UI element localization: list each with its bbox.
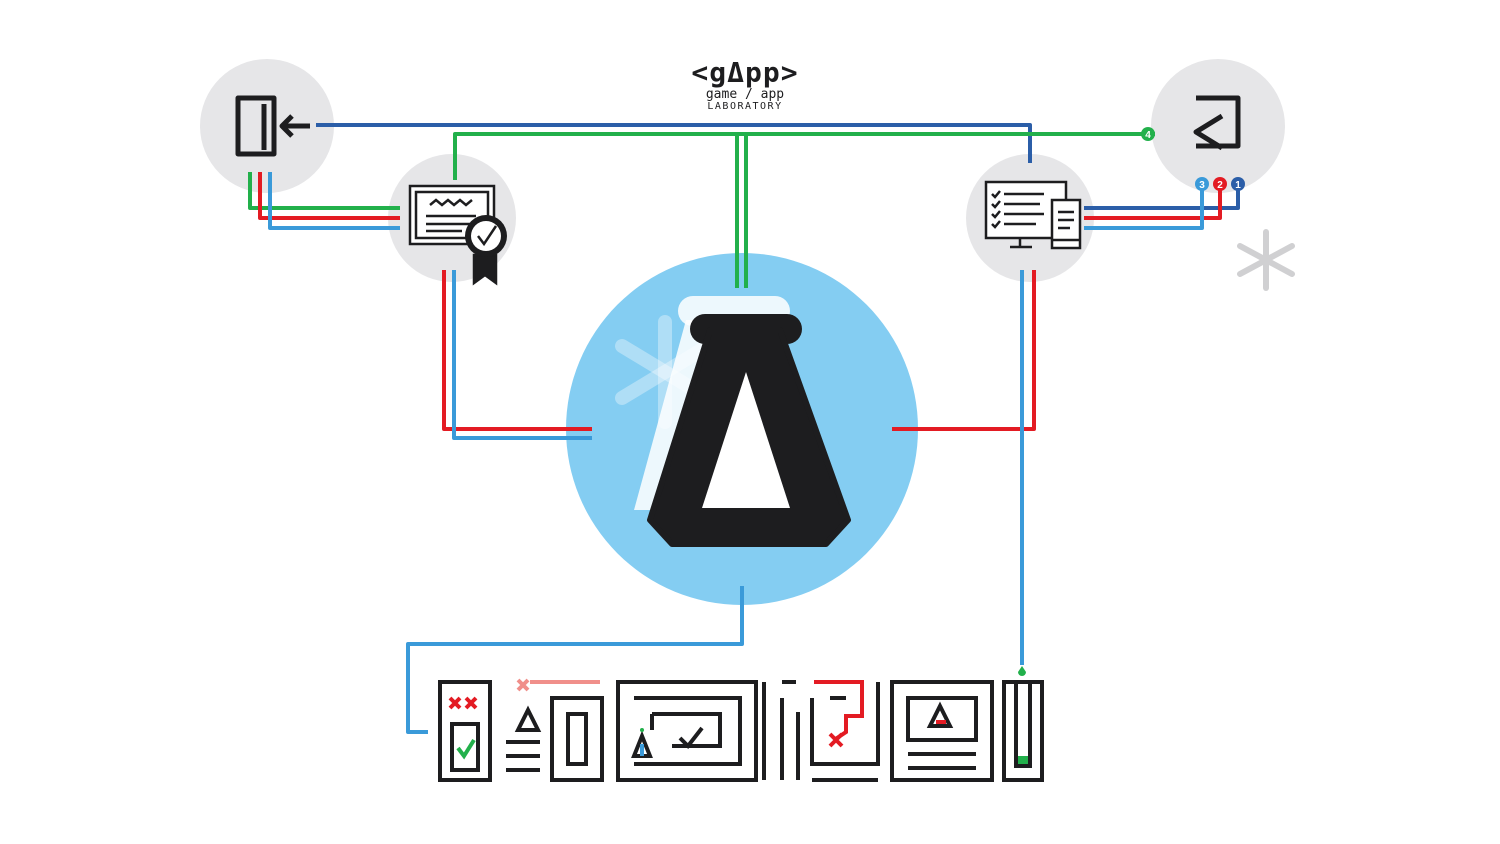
- badge-3: 3: [1195, 177, 1209, 191]
- line-red-devices: [892, 270, 1036, 431]
- line-red-exit: [1084, 178, 1222, 220]
- line-red-login: [258, 172, 400, 220]
- menu-screen-icon: [506, 678, 604, 782]
- brand-subtitle: game / app: [705, 87, 785, 102]
- line-lightblue-cert: [452, 270, 592, 440]
- certificate-ribbon-icon: [408, 184, 507, 286]
- brand-label: LABORATORY: [707, 101, 783, 112]
- maze-screen-icon: [616, 680, 758, 782]
- line-lightblue-exit: [1084, 178, 1204, 230]
- line-lightblue-login: [268, 172, 400, 230]
- line-lightblue-hub-bottom: [406, 586, 744, 734]
- line-dark-blue-top: [316, 123, 1032, 163]
- tablet-screen-icon: [890, 680, 994, 782]
- svg-text:4: 4: [1145, 130, 1151, 141]
- connector-lines: [248, 123, 1240, 734]
- progress-screen-icon: [1002, 666, 1044, 782]
- line-red-cert: [442, 270, 592, 431]
- line-green-login: [248, 172, 400, 210]
- brand-logo: <gΔpp>: [691, 56, 799, 89]
- return-arrow-icon: [1193, 95, 1241, 151]
- asterisk-icon: [1237, 229, 1295, 291]
- lab-flask-delta-icon: [634, 296, 851, 547]
- svg-text:2: 2: [1217, 180, 1223, 191]
- svg-text:1: 1: [1235, 180, 1241, 191]
- login-screen-icon: [438, 680, 492, 782]
- badge-1: 1: [1231, 177, 1245, 191]
- login-node: [200, 59, 334, 193]
- badge-4: 4: [1141, 127, 1155, 141]
- line-green-top: [453, 132, 1155, 180]
- desktop-and-mobile-checklist-icon: [984, 180, 1082, 250]
- login-door-icon: [235, 95, 310, 157]
- maze-fail-screen-icon: [762, 680, 880, 782]
- bottom-screens: [438, 666, 1044, 782]
- svg-text:3: 3: [1199, 180, 1205, 191]
- badge-2: 2: [1213, 177, 1227, 191]
- exit-node: [1151, 59, 1285, 193]
- brand-header: <gΔpp> game / app LABORATORY: [640, 58, 850, 113]
